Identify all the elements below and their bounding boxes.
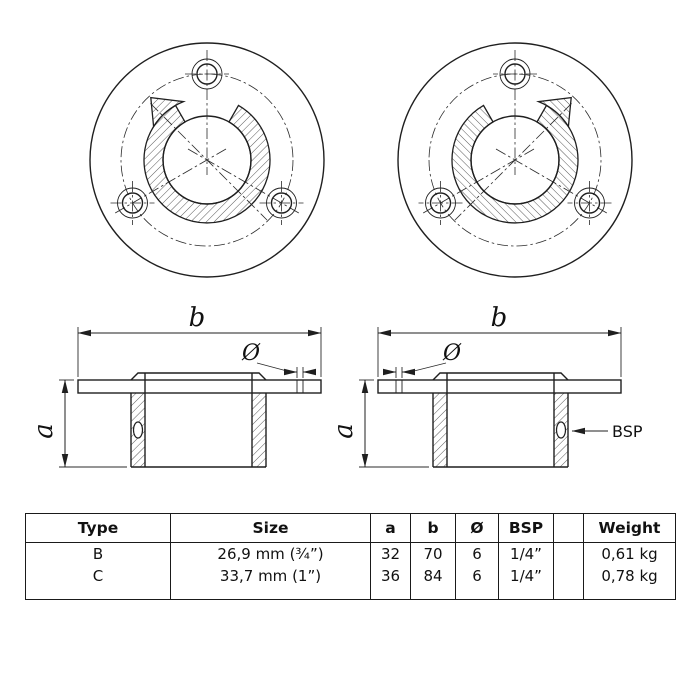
header-cell-b: b xyxy=(410,513,456,543)
header-cell-weight: Weight xyxy=(583,513,676,543)
dim-label-b-right: b xyxy=(491,303,508,333)
cell-type: B xyxy=(25,542,171,565)
spec-table: Type Size a b Ø BSP Weight B 26,9 mm (¾”… xyxy=(25,513,676,600)
cell-type: C xyxy=(25,565,171,587)
cell-size: 33,7 mm (1”) xyxy=(170,565,371,587)
cell-b: 70 xyxy=(410,542,456,565)
dim-label-b-left: b xyxy=(189,303,206,333)
flange-plate-section xyxy=(77,379,322,394)
table-header-row: Type Size a b Ø BSP Weight xyxy=(25,513,676,543)
set-screw-hole xyxy=(555,421,567,439)
set-screw-hole xyxy=(132,421,144,439)
cell-bsp: 1/4” xyxy=(498,542,554,565)
cell-spacer xyxy=(553,542,584,565)
cell-spacer xyxy=(553,565,584,587)
dim-label-a-left: a xyxy=(29,423,59,439)
header-cell-a: a xyxy=(370,513,411,543)
socket-rim xyxy=(432,372,569,381)
header-cell-spacer xyxy=(553,513,584,543)
header-cell-bsp: BSP xyxy=(498,513,554,543)
socket-rim xyxy=(130,372,267,381)
top-view-right xyxy=(397,42,633,278)
collar-wall-right-hatch xyxy=(252,393,266,467)
top-view-left xyxy=(89,42,325,278)
cell-weight: 0,78 kg xyxy=(601,567,658,585)
header-cell-type: Type xyxy=(25,513,171,543)
dim-label-diameter-left: Ø xyxy=(241,341,261,366)
flange-drawing: b Ø a xyxy=(29,42,643,468)
header-cell-diameter: Ø xyxy=(455,513,499,543)
table-filler-row xyxy=(25,587,676,600)
table-row: C 33,7 mm (1”) 36 84 6 1/4” 0,78 kg xyxy=(25,565,676,587)
side-view-left: b Ø a xyxy=(29,303,322,468)
flange-plate-section xyxy=(377,379,622,394)
header-cell-size: Size xyxy=(170,513,371,543)
cell-bsp: 1/4” xyxy=(498,565,554,587)
dim-label-a-right: a xyxy=(329,423,359,439)
cell-a: 36 xyxy=(370,565,411,587)
dim-label-diameter-right: Ø xyxy=(442,341,462,366)
cell-b: 84 xyxy=(410,565,456,587)
cell-diameter: 6 xyxy=(455,542,499,565)
cell-weight: 0,61 kg xyxy=(601,545,658,563)
collar-wall-left-hatch xyxy=(433,393,447,467)
dim-label-bsp: BSP xyxy=(612,422,643,441)
cell-a: 32 xyxy=(370,542,411,565)
side-view-right: b Ø a BSP xyxy=(329,303,643,468)
cell-size: 26,9 mm (¾”) xyxy=(170,542,371,565)
cell-diameter: 6 xyxy=(455,565,499,587)
table-row: B 26,9 mm (¾”) 32 70 6 1/4” 0,61 kg xyxy=(25,542,676,565)
